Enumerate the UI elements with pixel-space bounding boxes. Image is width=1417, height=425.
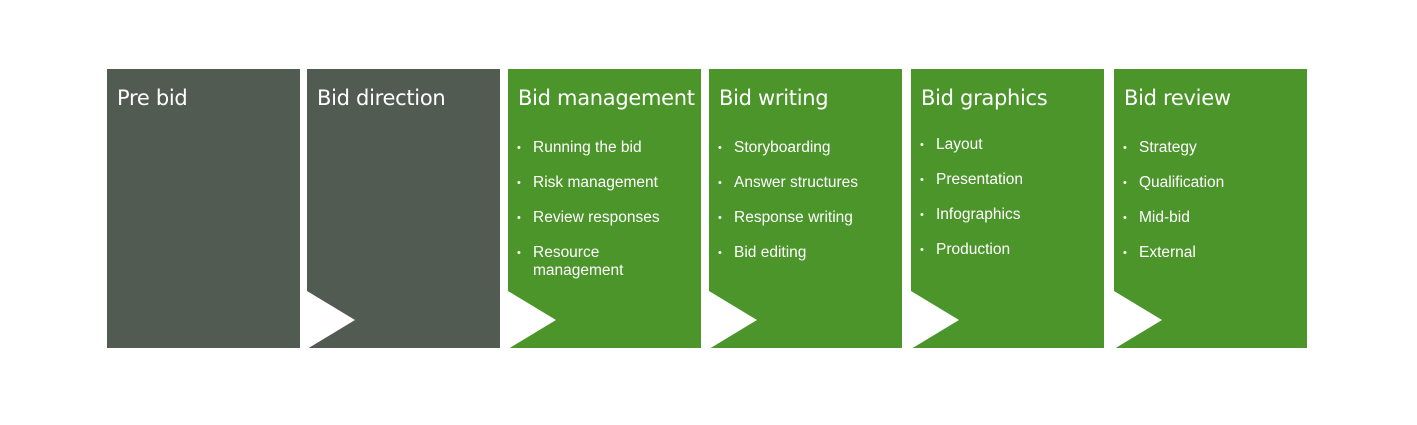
stage-bid-direction: Bid direction xyxy=(307,69,500,349)
chevron-arrow-icon xyxy=(911,291,959,349)
stage-title: Bid writing xyxy=(719,86,829,110)
stage-item-list: Storyboarding Answer structures Response… xyxy=(718,139,898,279)
stage-item: Bid editing xyxy=(718,244,898,262)
stage-item: Risk management xyxy=(517,174,697,192)
chevron-arrow-icon xyxy=(709,291,757,349)
stage-bid-management: Bid management Running the bid Risk mana… xyxy=(508,69,701,349)
stage-item: Qualification xyxy=(1123,174,1303,192)
stage-item: Layout xyxy=(920,136,1100,154)
stage-bid-graphics: Bid graphics Layout Presentation Infogra… xyxy=(911,69,1104,349)
stage-item: Mid-bid xyxy=(1123,209,1303,227)
stage-bid-writing: Bid writing Storyboarding Answer structu… xyxy=(709,69,902,349)
stage-item: Response writing xyxy=(718,209,898,227)
stage-title: Bid direction xyxy=(317,86,446,110)
stage-pre-bid: Pre bid xyxy=(107,69,300,348)
stage-item-list: Running the bid Risk management Review r… xyxy=(517,139,697,297)
stage-item: Answer structures xyxy=(718,174,898,192)
stage-item-list: Layout Presentation Infographics Product… xyxy=(920,136,1100,276)
chevron-arrow-icon xyxy=(1114,291,1162,349)
stage-item: Production xyxy=(920,241,1100,259)
stage-item: Infographics xyxy=(920,206,1100,224)
stage-title: Bid graphics xyxy=(921,86,1048,110)
stage-title: Pre bid xyxy=(117,86,188,110)
stage-item: Resource management xyxy=(517,244,643,280)
stage-item: Strategy xyxy=(1123,139,1303,157)
chevron-arrow-icon xyxy=(307,291,355,349)
stage-bid-review: Bid review Strategy Qualification Mid-bi… xyxy=(1114,69,1307,349)
stage-title: Bid review xyxy=(1124,86,1231,110)
chevron-arrow-icon xyxy=(508,291,556,349)
stage-item: Presentation xyxy=(920,171,1100,189)
stage-title: Bid management xyxy=(518,86,695,110)
stage-item: External xyxy=(1123,244,1303,262)
stage-item: Running the bid xyxy=(517,139,697,157)
stage-item: Storyboarding xyxy=(718,139,898,157)
stage-item: Review responses xyxy=(517,209,697,227)
stage-item-list: Strategy Qualification Mid-bid External xyxy=(1123,139,1303,279)
